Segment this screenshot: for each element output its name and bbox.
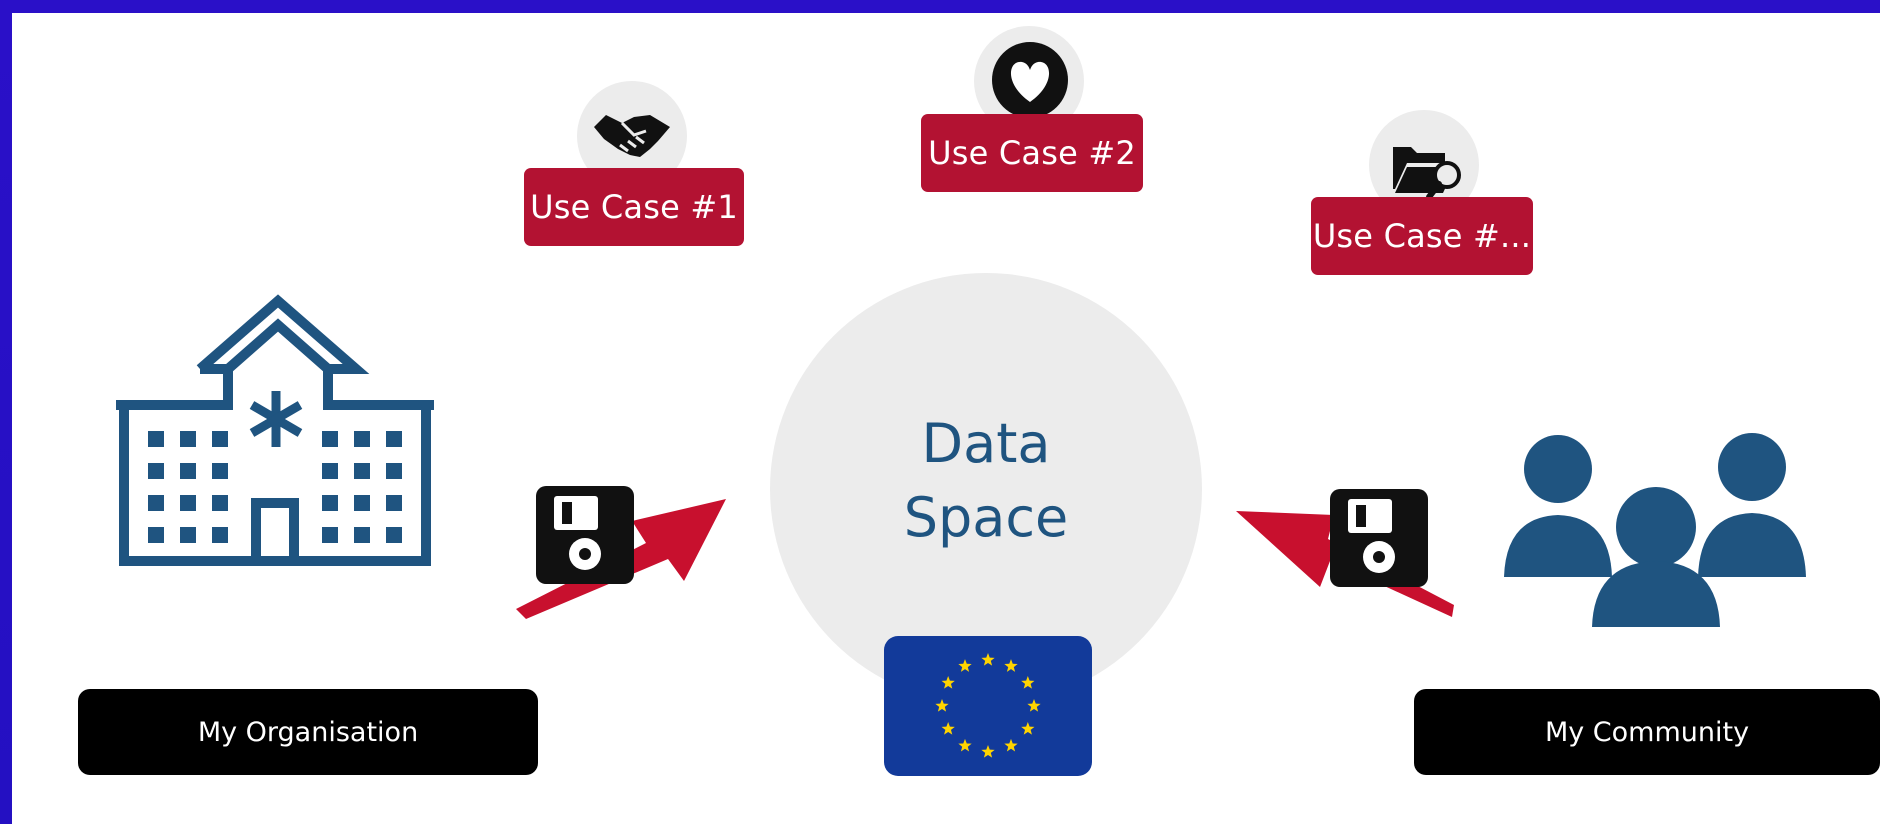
floppy-disk-icon	[536, 486, 634, 584]
eu-star	[935, 699, 949, 712]
use-case-3-label: Use Case #...	[1311, 197, 1533, 275]
use-case-2-label: Use Case #2	[921, 114, 1143, 192]
handshake-icon	[594, 115, 670, 157]
people-group-icon	[1504, 433, 1806, 627]
eu-star	[941, 722, 955, 735]
heart-icon	[992, 42, 1068, 118]
eu-star	[981, 745, 995, 758]
my-community-caption: My Community	[1414, 689, 1880, 775]
eu-star	[1004, 738, 1018, 752]
hospital-building-icon	[116, 294, 434, 566]
eu-star	[941, 676, 955, 689]
eu-star	[1027, 699, 1041, 712]
data-space-line2: Space	[903, 486, 1069, 549]
floppy-disk-icon	[1330, 489, 1428, 587]
eu-star	[1021, 676, 1035, 689]
data-space-line1: Data	[921, 412, 1051, 475]
eu-stars	[935, 653, 1041, 758]
folder-search-icon	[1393, 147, 1461, 200]
eu-star	[958, 659, 972, 672]
diagram-canvas: Use Case #1 Use Case #2 Use Case #... Da…	[12, 13, 1880, 824]
eu-star	[1021, 722, 1035, 735]
my-organisation-caption: My Organisation	[78, 689, 538, 775]
use-case-1-label: Use Case #1	[524, 168, 744, 246]
eu-star	[981, 653, 995, 666]
eu-star	[1004, 659, 1018, 672]
eu-star	[958, 738, 972, 752]
data-space-circle	[770, 273, 1202, 705]
